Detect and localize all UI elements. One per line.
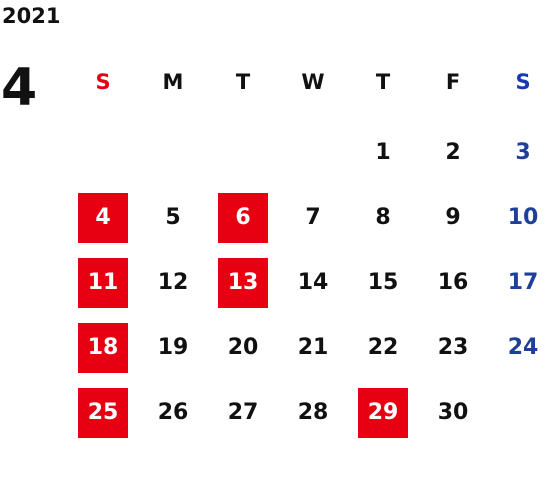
day-cell: 30 [418,380,488,445]
weekday-sunday: S [95,70,111,94]
day-number: 11 [87,270,119,295]
day-number: 29 [367,400,399,425]
day-number: 10 [507,205,539,230]
day-cell [68,120,138,185]
day-number: 9 [445,205,461,230]
weekday-header-row: S M T W T F S [68,60,548,104]
weekday-friday: F [445,70,461,94]
day-cell: 2 [418,120,488,185]
day-cell-highlighted: 6 [208,185,278,250]
day-number: 15 [367,270,399,295]
day-number: 19 [157,335,189,360]
day-cell [138,120,208,185]
day-cell: 9 [418,185,488,250]
week-row-4: 18 19 20 21 22 23 24 [68,315,548,380]
day-number: 1 [375,140,391,165]
day-cell-highlighted: 29 [348,380,418,445]
day-cell: 8 [348,185,418,250]
day-number: 25 [87,400,119,425]
day-number: 2 [445,140,461,165]
day-number: 3 [515,140,531,165]
day-cell: 7 [278,185,348,250]
day-number: 4 [95,205,111,230]
day-number: 21 [297,335,329,360]
day-cell: 23 [418,315,488,380]
day-cell-saturday: 24 [488,315,548,380]
weekday-monday: M [162,70,184,94]
weekday-saturday: S [515,70,531,94]
day-cell: 20 [208,315,278,380]
day-number: 26 [157,400,189,425]
weekday-thursday: T [375,70,391,94]
day-cell-highlighted: 13 [208,250,278,315]
day-cell: 22 [348,315,418,380]
day-cell-saturday [488,380,548,445]
day-number: 5 [165,205,181,230]
day-number: 18 [87,335,119,360]
day-cell-highlighted: 4 [68,185,138,250]
week-row-5: 25 26 27 28 29 30 [68,380,548,445]
day-cell: 28 [278,380,348,445]
day-number: 7 [305,205,321,230]
week-row-3: 11 12 13 14 15 16 17 [68,250,548,315]
day-cell-saturday: 17 [488,250,548,315]
week-row-2: 4 5 6 7 8 9 10 [68,185,548,250]
day-cell-highlighted: 25 [68,380,138,445]
day-cell [278,120,348,185]
day-number: 14 [297,270,329,295]
day-cell-highlighted: 18 [68,315,138,380]
day-cell: 26 [138,380,208,445]
day-cell: 19 [138,315,208,380]
day-cell: 27 [208,380,278,445]
weekday-tuesday: T [235,70,251,94]
day-cell: 5 [138,185,208,250]
weekday-wednesday: W [301,70,325,94]
day-cell-saturday: 10 [488,185,548,250]
day-number: 30 [437,400,469,425]
day-number: 6 [235,205,251,230]
day-number: 12 [157,270,189,295]
day-cell: 15 [348,250,418,315]
day-number: 8 [375,205,391,230]
day-cell: 12 [138,250,208,315]
day-cell: 14 [278,250,348,315]
day-cell: 1 [348,120,418,185]
week-row-1: 1 2 3 [68,120,548,185]
day-number: 20 [227,335,259,360]
month-number: 4 [1,58,38,118]
day-number: 28 [297,400,329,425]
day-cell-saturday: 3 [488,120,548,185]
day-number: 27 [227,400,259,425]
day-number: 24 [507,335,539,360]
day-number: 17 [507,270,539,295]
day-number: 22 [367,335,399,360]
day-cell: 16 [418,250,488,315]
day-number: 13 [227,270,259,295]
day-cell [208,120,278,185]
day-number: 16 [437,270,469,295]
day-cell: 21 [278,315,348,380]
day-number: 23 [437,335,469,360]
year-label: 2021 [2,4,61,28]
day-cell-highlighted: 11 [68,250,138,315]
